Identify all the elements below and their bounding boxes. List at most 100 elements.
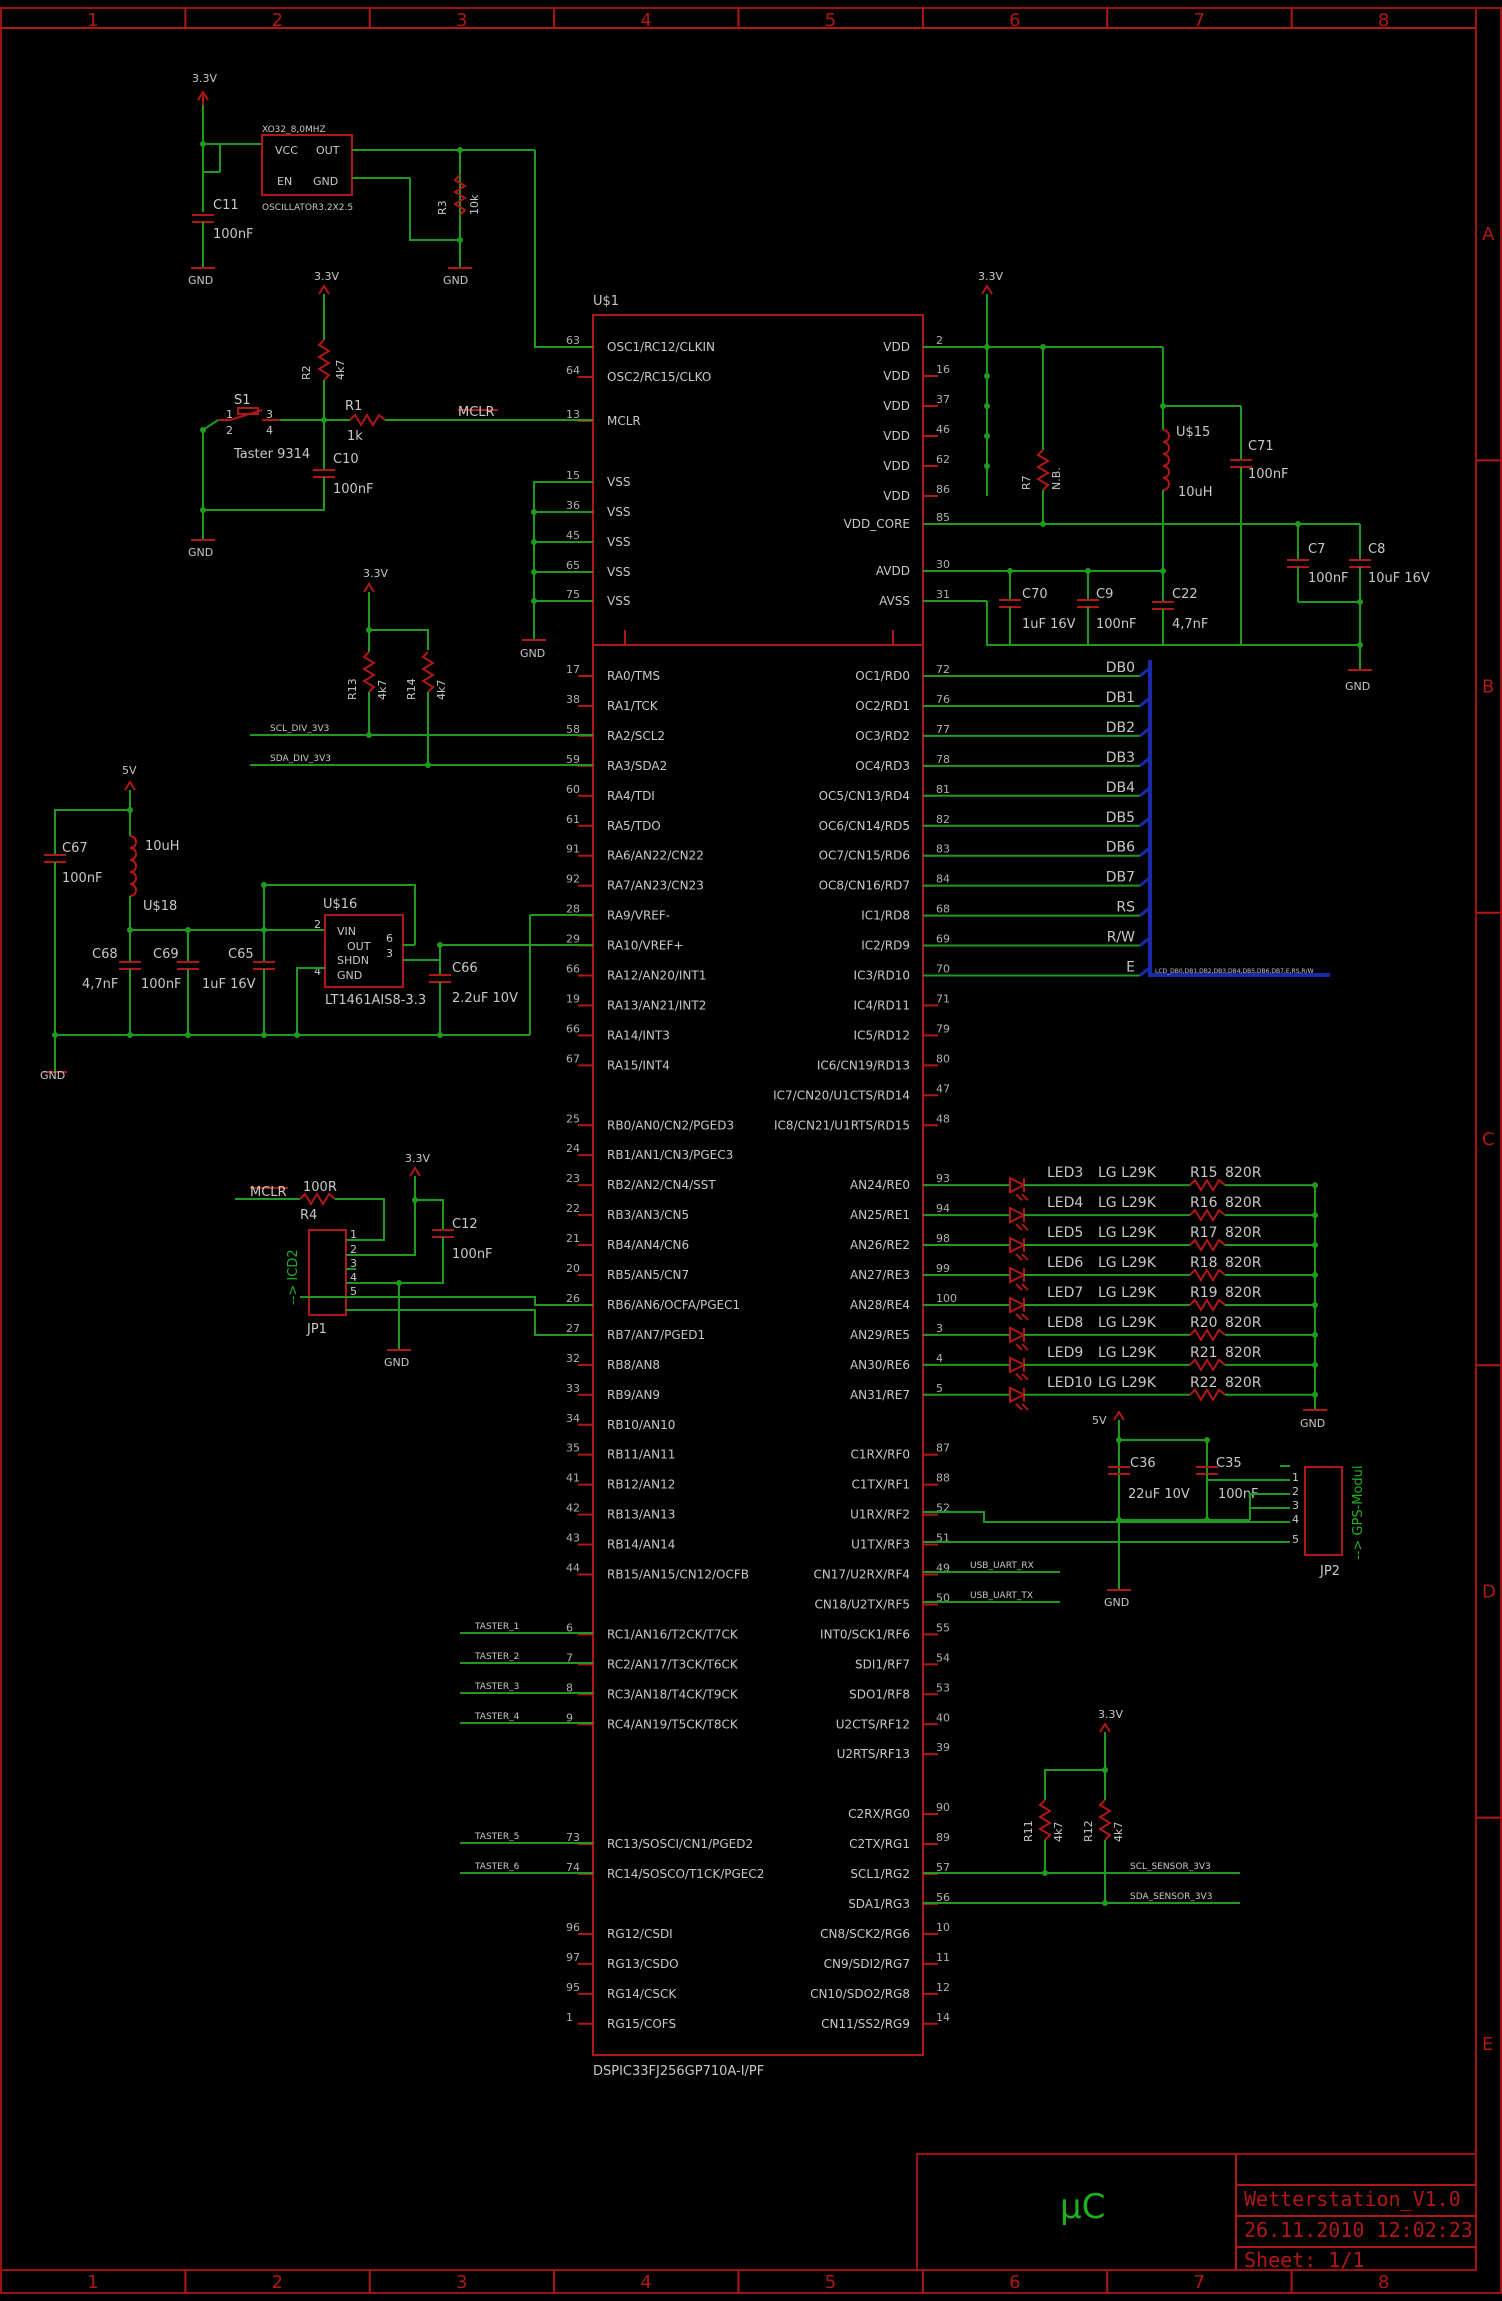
pin-number: 14 xyxy=(936,2011,950,2024)
pin-number: 73 xyxy=(566,1831,580,1844)
pin-label: VSS xyxy=(607,565,630,579)
pin-label: IC3/RD10 xyxy=(854,969,910,983)
taster-3-net: TASTER_3 xyxy=(474,1682,519,1692)
lcd-signal-label: DB4 xyxy=(1106,780,1135,796)
pin-number: 55 xyxy=(936,1621,950,1634)
c22-ref: C22 xyxy=(1172,587,1198,602)
pin-number: 64 xyxy=(566,364,580,377)
led-type: LG L29K xyxy=(1098,1225,1157,1241)
uart-nets: USB_UART_RX USB_UART_TX xyxy=(923,1561,1060,1603)
r7-val: N.B. xyxy=(1050,467,1063,490)
jp2-pin: 2 xyxy=(1292,1485,1299,1498)
grid-col-label: 1 xyxy=(87,2272,98,2293)
taster-5-net: TASTER_5 xyxy=(474,1832,519,1842)
pin-number: 54 xyxy=(936,1651,950,1664)
pin-label: U2CTS/RF12 xyxy=(836,1717,910,1731)
sheet-number: Sheet: 1/1 xyxy=(1244,2248,1364,2272)
pin-number: 4 xyxy=(936,1352,943,1365)
jp2-pin: 4 xyxy=(1292,1513,1299,1526)
pin-label: RB6/AN6/OCFA/PGEC1 xyxy=(607,1298,740,1312)
pin-label: U1RX/RF2 xyxy=(850,1508,910,1522)
pin-label: RG15/COFS xyxy=(607,2017,676,2031)
pin-number: 43 xyxy=(566,1532,580,1545)
led-type: LG L29K xyxy=(1098,1255,1157,1271)
led-type: LG L29K xyxy=(1098,1315,1157,1331)
led-ref: LED6 xyxy=(1047,1255,1083,1271)
pin-label: RC2/AN17/T3CK/T6CK xyxy=(607,1657,739,1671)
pin-label: RA13/AN21/INT2 xyxy=(607,998,706,1012)
pin-label: SDI1/RF7 xyxy=(855,1657,910,1671)
pin-number: 96 xyxy=(566,1921,580,1934)
pin-number: 20 xyxy=(566,1262,580,1275)
pin-label: VDD xyxy=(883,429,910,443)
led-ref: LED5 xyxy=(1047,1225,1083,1241)
icd2-connector: MCLR 100R R4 3.3V C12 100nF GND 1 2 3 4 xyxy=(235,1152,593,1369)
pin-number: 29 xyxy=(566,933,580,946)
pin-number: 89 xyxy=(936,1831,950,1844)
pin-number: 57 xyxy=(936,1861,950,1874)
jp2-pin: 1 xyxy=(1292,1471,1299,1484)
project-name: Wetterstation_V1.0 xyxy=(1244,2187,1461,2211)
led-ref: LED4 xyxy=(1047,1195,1083,1211)
led-icon xyxy=(1009,1356,1027,1374)
resistor-val: 820R xyxy=(1225,1345,1262,1361)
sda-sensor-net: SDA_SENSOR_3V3 xyxy=(1130,1892,1212,1902)
pin-number: 76 xyxy=(936,693,950,706)
pin-label: VDD xyxy=(883,489,910,503)
r1-val: 1k xyxy=(347,429,363,444)
osc-gnd: GND xyxy=(313,175,338,188)
supply-label: 3.3V xyxy=(405,1152,430,1165)
r11-ref: R11 xyxy=(1022,1820,1035,1842)
pin-number: 35 xyxy=(566,1442,580,1455)
pin-label: RB10/AN10 xyxy=(607,1418,675,1432)
datetime: 26.11.2010 12:02:23 xyxy=(1244,2218,1473,2242)
c12-ref: C12 xyxy=(452,1217,478,1232)
pin-number: 16 xyxy=(936,363,950,376)
supply-label: 3.3V xyxy=(314,270,339,283)
grid-col-label: 5 xyxy=(825,10,836,31)
lcd-signal-label: DB2 xyxy=(1106,720,1135,736)
pin-number: 27 xyxy=(566,1322,580,1335)
usb-tx-net: USB_UART_TX xyxy=(970,1591,1033,1601)
pin-label: INT0/SCK1/RF6 xyxy=(820,1627,910,1641)
resistor-ref: R17 xyxy=(1190,1225,1218,1241)
pin-number: 31 xyxy=(936,588,950,601)
c36-ref: C36 xyxy=(1130,1456,1156,1471)
resistor-val: 820R xyxy=(1225,1225,1262,1241)
pin-label: VSS xyxy=(607,505,630,519)
pin-label: CN17/U2RX/RF4 xyxy=(813,1568,910,1582)
lcd-signal-label: DB1 xyxy=(1106,690,1135,706)
pin-number: 92 xyxy=(566,873,580,886)
led-ref: LED10 xyxy=(1047,1375,1092,1391)
pin-number: 56 xyxy=(936,1891,950,1904)
lcd-signal-label: RS xyxy=(1116,900,1135,916)
grid-row-label: D xyxy=(1482,1581,1496,1602)
lcd-signal-label: E xyxy=(1126,960,1135,976)
pin-label: AN25/RE1 xyxy=(850,1208,910,1222)
u16-out: OUT xyxy=(347,940,371,953)
r7-ref: R7 xyxy=(1020,475,1033,490)
pin-number: 99 xyxy=(936,1262,950,1275)
pin-label: RB7/AN7/PGED1 xyxy=(607,1328,705,1342)
led-icon xyxy=(1009,1296,1027,1314)
s1-ref: S1 xyxy=(234,393,251,408)
pin-label: RB3/AN3/CN5 xyxy=(607,1208,689,1222)
u16-pin: 4 xyxy=(314,965,321,978)
resistor-icon xyxy=(1189,1178,1226,1193)
grid-row-label: C xyxy=(1482,1129,1495,1150)
pin-label: CN18/U2TX/RF5 xyxy=(814,1597,910,1611)
c67-val: 100nF xyxy=(62,871,103,886)
pin-number: 6 xyxy=(566,1621,573,1634)
supply-label: 3.3V xyxy=(192,72,217,85)
reset-circuit: 3.3V R2 4k7 R1 1k MCLR S1 1 3 2 4 Taster… xyxy=(188,270,593,559)
pin-label: RA1/TCK xyxy=(607,699,659,713)
l18-ref: U$18 xyxy=(143,899,177,914)
pin-label: VSS xyxy=(607,475,630,489)
gps-connector: 5V C36 22uF 10V C35 100nF GND 1 2 3 4 5 … xyxy=(923,1410,1366,1609)
supply-label: 5V xyxy=(1092,1414,1107,1427)
jp2-pin: 5 xyxy=(1292,1533,1299,1546)
pin-label: RB13/AN13 xyxy=(607,1508,675,1522)
taster-6-net: TASTER_6 xyxy=(474,1862,520,1872)
